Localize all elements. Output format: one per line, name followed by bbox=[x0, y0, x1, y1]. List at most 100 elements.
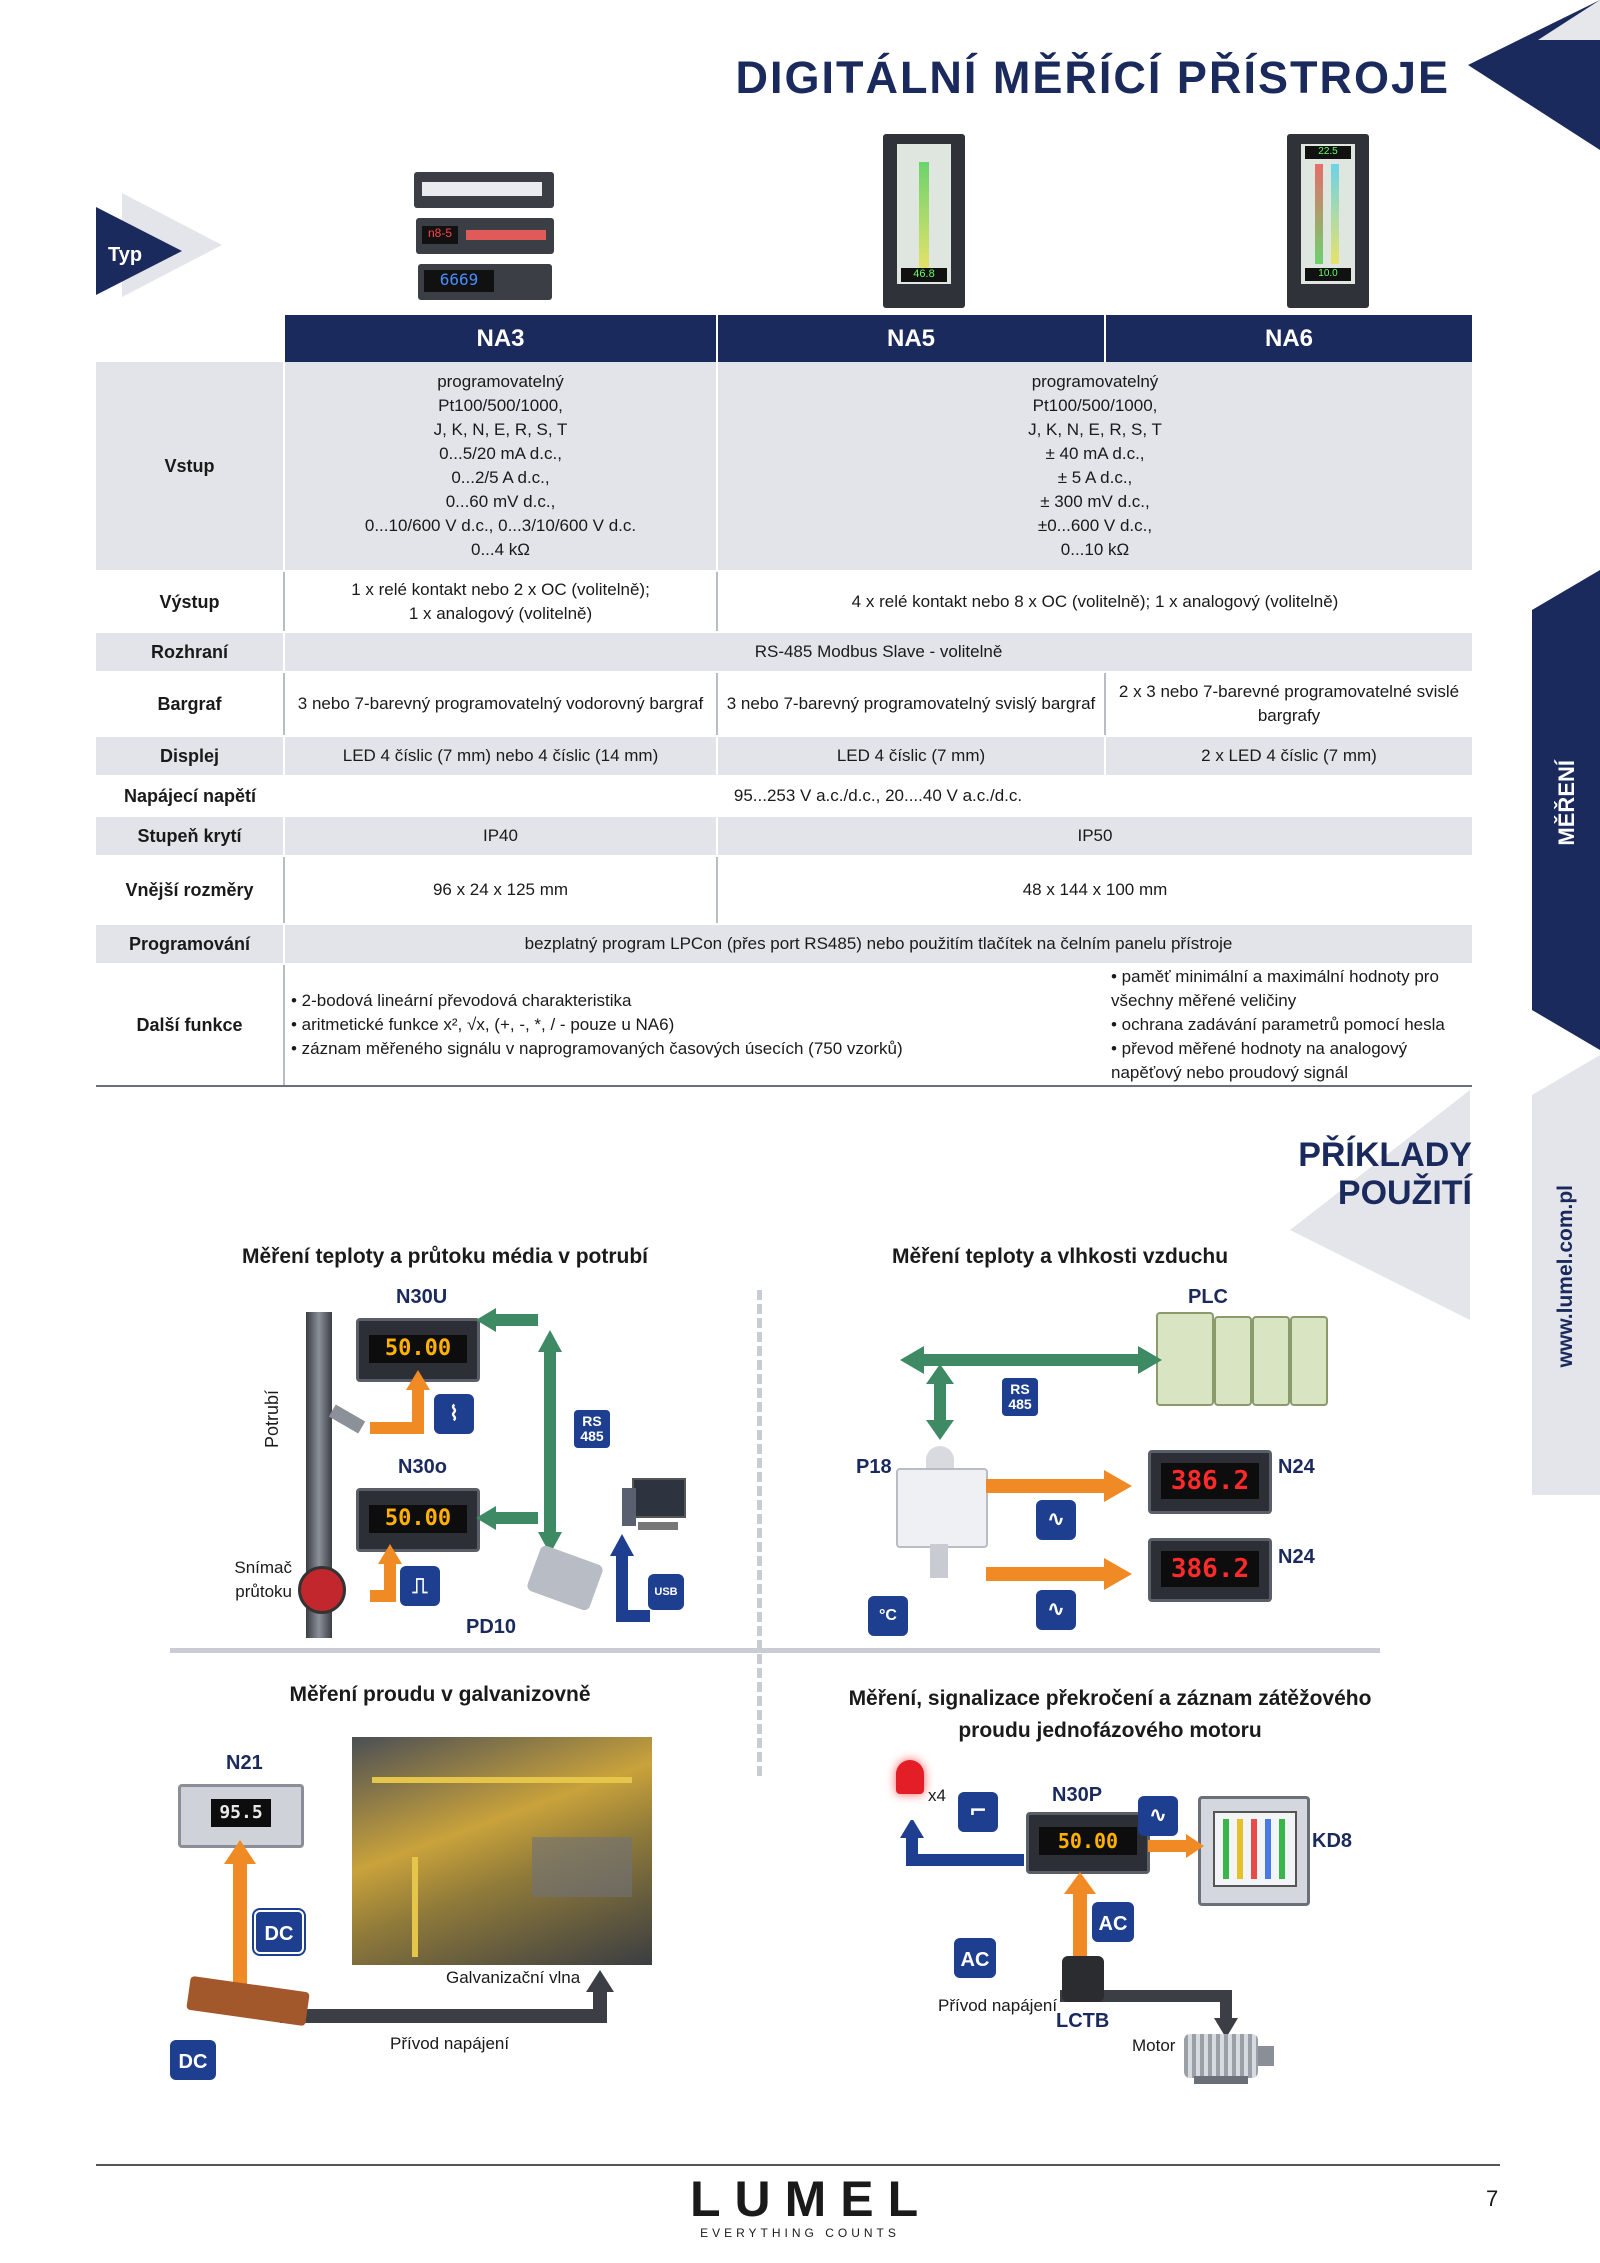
side-tab-url-bg bbox=[1532, 1055, 1600, 1495]
corner-triangle bbox=[1468, 0, 1600, 150]
ex3-dc-icon-2: DC bbox=[170, 2040, 216, 2080]
ex4-n30p-display: 50.00 bbox=[1039, 1827, 1137, 1855]
ex1-n30u-meter: 50.00 bbox=[356, 1318, 480, 1382]
cell-dalsi-left: • 2-bodová lineární převodová charakteri… bbox=[283, 964, 1105, 1087]
examples-triangle bbox=[1290, 1090, 1470, 1320]
row-label: Rozhraní bbox=[96, 632, 284, 673]
model-na6: NA6 bbox=[1104, 315, 1472, 362]
ex1-pulse-icon: ⎍ bbox=[400, 1566, 440, 1606]
ex4-privod-label: Přívod napájení bbox=[938, 1996, 1058, 2015]
ex1-pd10-label: PD10 bbox=[466, 1616, 517, 1638]
ex3-galv-label: Galvanizační vlna bbox=[446, 1968, 581, 1987]
row-label: Další funkce bbox=[96, 964, 284, 1087]
ex1-arrows bbox=[370, 1308, 562, 1602]
row-label: Programování bbox=[96, 924, 284, 965]
row-kryti: Stupeň krytí IP40 IP50 bbox=[96, 816, 1472, 857]
cell-programovani: bezplatný program LPCon (přes port RS485… bbox=[283, 924, 1472, 965]
ex1-potrubi: Potrubí bbox=[262, 1390, 282, 1449]
ex2-n24-meter-2: 386.2 bbox=[1148, 1538, 1272, 1602]
ex1-title: Měření teploty a průtoku média v potrubí bbox=[241, 1245, 649, 1268]
page-title: DIGITÁLNÍ MĚŘÍCÍ PŘÍSTROJE bbox=[735, 52, 1450, 103]
ex1-usb-icon: USB bbox=[648, 1574, 684, 1610]
side-tab-merení[interactable]: MĚŘENÍ bbox=[1554, 760, 1579, 846]
ex2-n24-display-1: 386.2 bbox=[1161, 1463, 1259, 1499]
cell-rozmery-na3: 96 x 24 x 125 mm bbox=[283, 856, 717, 925]
row-label: Výstup bbox=[96, 571, 284, 633]
ex1-temp-icon: ⌇ bbox=[434, 1394, 474, 1434]
brand-name: LUMEL bbox=[690, 2171, 933, 2227]
row-label: Stupeň krytí bbox=[96, 816, 284, 857]
ex2-p18-label: P18 bbox=[856, 1456, 892, 1478]
ex2-plc bbox=[1156, 1312, 1328, 1406]
cell-napajeci: 95...253 V a.c./d.c., 20....40 V a.c./d.… bbox=[284, 776, 1472, 817]
ex3-n21-meter: 95.5 bbox=[178, 1784, 304, 1848]
typ-arrow bbox=[96, 193, 222, 297]
side-tab-url[interactable]: www.lumel.com.pl bbox=[1554, 1185, 1577, 1368]
row-vystup: Výstup 1 x relé kontakt nebo 2 x OC (vol… bbox=[96, 571, 1472, 633]
ex2-n24-meter-1: 386.2 bbox=[1148, 1450, 1272, 1514]
cell-displej-na5: LED 4 číslic (7 mm) bbox=[716, 736, 1105, 777]
model-na5: NA5 bbox=[716, 315, 1105, 362]
ex3-privod-label: Přívod napájení bbox=[390, 2034, 510, 2053]
ex2-orange-arrows bbox=[986, 1470, 1132, 1590]
ex4-motor bbox=[1184, 2028, 1274, 2084]
divider-vertical bbox=[757, 1290, 762, 1776]
ex1-n30u-label: N30U bbox=[396, 1286, 448, 1308]
page-number: 7 bbox=[1486, 2186, 1499, 2211]
ex4-ac-icon-1: AC bbox=[1092, 1902, 1134, 1942]
ex3-dc-icon-1: DC bbox=[252, 1908, 306, 1956]
ex2-plc-label: PLC bbox=[1188, 1286, 1228, 1308]
row-label: Bargraf bbox=[96, 672, 284, 737]
ex4-lctb-clamp bbox=[1062, 1956, 1104, 2002]
row-rozmery: Vnější rozměry 96 x 24 x 125 mm 48 x 144… bbox=[96, 856, 1472, 925]
row-bargraf: Bargraf 3 nebo 7-barevný programovatelný… bbox=[96, 672, 1472, 737]
row-label: Vnější rozměry bbox=[96, 856, 284, 925]
ex3-title: Měření proudu v galvanizovně bbox=[289, 1683, 591, 1706]
ex2-n24-display-2: 386.2 bbox=[1161, 1551, 1259, 1587]
row-label: Napájecí napětí bbox=[96, 776, 284, 817]
side-tab-merení-bg bbox=[1532, 570, 1600, 1050]
typ-label: Typ bbox=[108, 244, 143, 266]
ex4-x4-label: x4 bbox=[928, 1786, 946, 1805]
ex1-n30o-display: 50.00 bbox=[369, 1505, 467, 1533]
ex1-usb-arrow bbox=[610, 1534, 650, 1622]
ex1-n30o-meter: 50.00 bbox=[356, 1488, 480, 1552]
row-label: Vstup bbox=[96, 362, 284, 572]
footer-rule bbox=[96, 2164, 1500, 2166]
ex4-relay-icon: ⌐ bbox=[958, 1792, 998, 1832]
ex2-analog-icon-1: ∿ bbox=[1036, 1500, 1076, 1540]
cell-displej-na3: LED 4 číslic (7 mm) nebo 4 číslic (14 mm… bbox=[283, 736, 717, 777]
cell-dalsi-right: • paměť minimální a maximální hodnoty pr… bbox=[1105, 964, 1472, 1087]
ex4-kd8-recorder bbox=[1198, 1796, 1310, 1906]
ex2-p18-sensor bbox=[896, 1446, 988, 1580]
ex1-computer bbox=[622, 1478, 686, 1538]
ex4-lctb-label: LCTB bbox=[1056, 2010, 1110, 2032]
ex3-n21-label: N21 bbox=[226, 1752, 263, 1774]
ex4-kd8-label: KD8 bbox=[1312, 1830, 1353, 1852]
row-dalsi: Další funkce • 2-bodová lineární převodo… bbox=[96, 964, 1472, 1087]
divider-horizontal bbox=[170, 1648, 1380, 1653]
ex3-n21-display: 95.5 bbox=[211, 1799, 271, 1827]
cell-bargraf-na6: 2 x 3 nebo 7-barevné programovatelné svi… bbox=[1104, 672, 1472, 737]
ex4-title: Měření, signalizace překročení a záznam … bbox=[848, 1687, 1372, 1742]
ex1-n30u-display: 50.00 bbox=[369, 1335, 467, 1363]
cell-bargraf-na5: 3 nebo 7-barevný programovatelný svislý … bbox=[716, 672, 1105, 737]
ex4-analog-icon: ∿ bbox=[1138, 1796, 1178, 1836]
cell-kryti-na3: IP40 bbox=[283, 816, 717, 857]
ex1-flow-sensor bbox=[298, 1566, 346, 1614]
ex2-n24-label-1: N24 bbox=[1278, 1456, 1315, 1478]
row-programovani: Programování bezplatný program LPCon (př… bbox=[96, 924, 1472, 965]
cell-rozhrani: RS-485 Modbus Slave - volitelně bbox=[283, 632, 1472, 673]
ex4-alarm-lamp-icon bbox=[896, 1760, 924, 1794]
cell-displej-na6: 2 x LED 4 číslic (7 mm) bbox=[1104, 736, 1472, 777]
na6-device-image: 22.5 10.0 bbox=[1287, 134, 1369, 308]
cell-rozmery-na56: 48 x 144 x 100 mm bbox=[716, 856, 1472, 925]
row-label: Displej bbox=[96, 736, 284, 777]
